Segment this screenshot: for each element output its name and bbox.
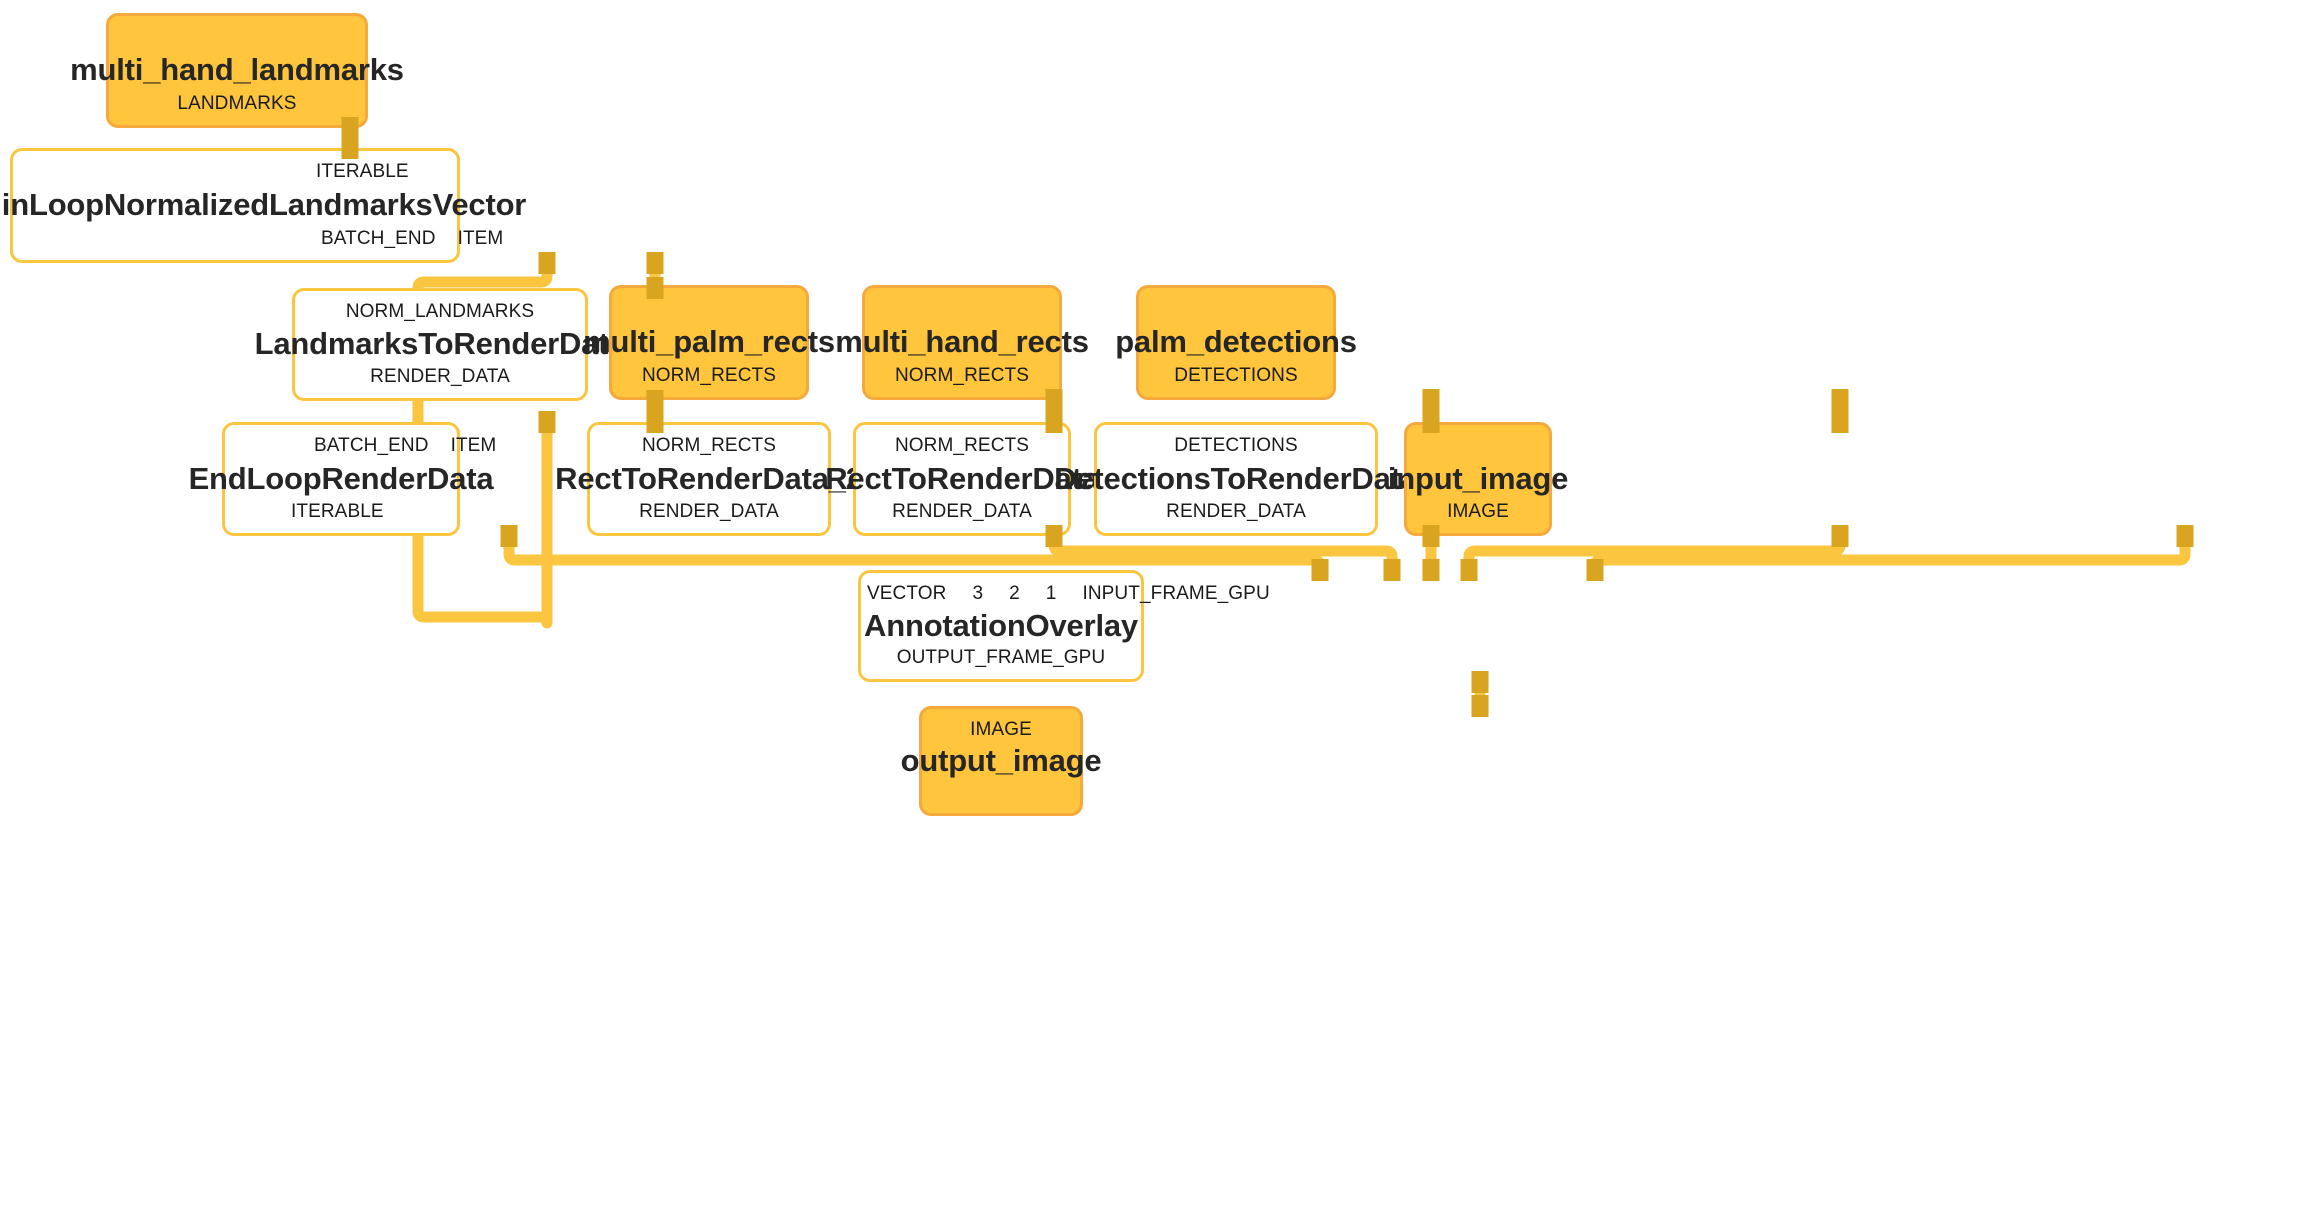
port-row-top: VECTOR 3 2 1 INPUT_FRAME_GPU — [861, 583, 1270, 605]
port-label-2: 2 — [1009, 583, 1020, 604]
port-label-iterable: ITERABLE — [291, 501, 384, 522]
pin-norm-rects-in-rtrd[interactable] — [1422, 411, 1440, 433]
pin-item-in-endloop[interactable] — [646, 411, 664, 433]
pin-detections-in-dtrd[interactable] — [1831, 411, 1849, 433]
node-title: input_image — [1387, 460, 1569, 496]
pin-vector-in[interactable] — [1311, 559, 1329, 581]
node-title: DetectionsToRenderData — [1054, 460, 1418, 496]
node-title: LandmarksToRenderData — [254, 326, 626, 362]
pin-norm-rects-out-hand[interactable] — [1422, 389, 1440, 411]
pin-output-frame-gpu-out[interactable] — [1471, 671, 1489, 693]
pin-render-data-out-rtrd[interactable] — [1422, 525, 1440, 547]
port-label-norm-rects: NORM_RECTS — [641, 435, 776, 456]
node-multi-hand-landmarks[interactable]: multi_hand_landmarks LANDMARKS — [70, 13, 404, 128]
port-label-landmarks: LANDMARKS — [177, 93, 297, 114]
port-label-render-data: RENDER_DATA — [639, 501, 779, 522]
port-label-norm-landmarks: NORM_LANDMARKS — [345, 301, 535, 322]
port-row-top: NORM_LANDMARKS — [295, 301, 585, 323]
node-detections-to-render-data[interactable]: DETECTIONS DetectionsToRenderData RENDER… — [1054, 422, 1418, 536]
port-label-render-data: RENDER_DATA — [370, 366, 510, 387]
port-label-norm-rects: NORM_RECTS — [894, 365, 1029, 386]
port-row-top: NORM_RECTS — [590, 435, 828, 457]
edge-renderdata2-to-port3 — [1048, 536, 1398, 570]
node-annotation-overlay[interactable]: VECTOR 3 2 1 INPUT_FRAME_GPU AnnotationO… — [858, 570, 1270, 682]
port-row-bottom: NORM_RECTS — [612, 365, 806, 387]
pin-input-frame-gpu-in[interactable] — [1586, 559, 1604, 581]
port-label-image: IMAGE — [970, 719, 1032, 740]
node-begin-loop-normalized-landmarks-vector[interactable]: ITERABLE BeginLoopNormalizedLandmarksVec… — [0, 148, 526, 263]
node-palm-detections[interactable]: palm_detections DETECTIONS — [1115, 285, 1357, 400]
port-row-top: IMAGE — [922, 719, 1080, 741]
node-rect-to-render-data-2[interactable]: NORM_RECTS RectToRenderData_2 RENDER_DAT… — [555, 422, 863, 536]
pin-norm-rects-in-rtrd2[interactable] — [1045, 411, 1063, 433]
pin-image-in-output[interactable] — [1471, 695, 1489, 717]
pin-render-data-out-dtrd[interactable] — [1831, 525, 1849, 547]
node-end-loop-render-data[interactable]: BATCH_END ITEM EndLoopRenderData ITERABL… — [189, 422, 496, 536]
node-title: AnnotationOverlay — [864, 607, 1138, 643]
pin-1-in[interactable] — [1460, 559, 1478, 581]
port-label-iterable: ITERABLE — [316, 161, 409, 182]
port-row-bottom: RENDER_DATA — [590, 501, 828, 523]
node-title: multi_hand_landmarks — [70, 52, 404, 88]
node-title: EndLoopRenderData — [188, 460, 494, 496]
port-label-detections: DETECTIONS — [1174, 435, 1298, 456]
port-row-top: NORM_RECTS — [856, 435, 1068, 457]
port-row-bottom: NORM_RECTS — [865, 365, 1059, 387]
node-title: multi_hand_rects — [835, 324, 1089, 360]
port-label-vector: VECTOR — [867, 583, 947, 604]
port-label-detections: DETECTIONS — [1174, 365, 1298, 386]
port-label-image: IMAGE — [1447, 501, 1509, 522]
node-title: palm_detections — [1115, 324, 1357, 360]
port-label-3: 3 — [972, 583, 984, 604]
port-row-bottom: DETECTIONS — [1139, 365, 1333, 387]
pin-batch-end-out[interactable] — [538, 252, 556, 274]
port-row-bottom: OUTPUT_FRAME_GPU — [861, 647, 1141, 669]
port-label-norm-rects: NORM_RECTS — [894, 435, 1029, 456]
node-input-image[interactable]: input_image IMAGE — [1388, 422, 1568, 536]
pin-render-data-out-ltrd[interactable] — [646, 390, 664, 412]
node-multi-hand-rects[interactable]: multi_hand_rects NORM_RECTS — [835, 285, 1089, 400]
node-title: multi_palm_rects — [583, 324, 835, 360]
node-title: RectToRenderData_2 — [555, 460, 863, 496]
port-label-output-frame-gpu: OUTPUT_FRAME_GPU — [896, 647, 1106, 668]
node-multi-palm-rects[interactable]: multi_palm_rects NORM_RECTS — [583, 285, 835, 400]
port-row-bottom: LANDMARKS — [109, 93, 365, 115]
pin-landmarks-out[interactable] — [341, 117, 359, 139]
port-label-1: 1 — [1045, 583, 1057, 604]
pin-image-out-input[interactable] — [2176, 525, 2194, 547]
node-title: output_image — [900, 742, 1102, 778]
port-label-batch-end: BATCH_END — [314, 435, 429, 456]
pin-iterable-in[interactable] — [341, 137, 359, 159]
pin-norm-landmarks-in[interactable] — [646, 277, 664, 299]
pin-batch-end-in-endloop[interactable] — [538, 411, 556, 433]
port-label-render-data: RENDER_DATA — [1166, 501, 1306, 522]
node-landmarks-to-render-data[interactable]: NORM_LANDMARKS LandmarksToRenderData REN… — [255, 288, 626, 401]
pin-render-data-out-rtrd2[interactable] — [1045, 525, 1063, 547]
node-output-image[interactable]: IMAGE output_image — [901, 706, 1102, 816]
port-label-norm-rects: NORM_RECTS — [641, 365, 776, 386]
port-row-bottom: RENDER_DATA — [856, 501, 1068, 523]
port-row-bottom: RENDER_DATA — [1097, 501, 1375, 523]
pin-iterable-out-endloop[interactable] — [500, 525, 518, 547]
port-label-batch-end: BATCH_END — [321, 228, 436, 249]
pin-item-out[interactable] — [646, 252, 664, 274]
pin-detections-out-palm[interactable] — [1831, 389, 1849, 411]
pin-2-in[interactable] — [1422, 559, 1440, 581]
node-title: RectToRenderData — [825, 460, 1099, 496]
pin-3-in[interactable] — [1383, 559, 1401, 581]
edge-detectionsrenderdata-to-port1 — [1463, 536, 1846, 570]
pin-norm-rects-out-palm[interactable] — [1045, 389, 1063, 411]
node-title: BeginLoopNormalizedLandmarksVector — [0, 187, 527, 223]
node-rect-to-render-data[interactable]: NORM_RECTS RectToRenderData RENDER_DATA — [825, 422, 1099, 536]
port-row-top: DETECTIONS — [1097, 435, 1375, 457]
port-row-bottom: IMAGE — [1407, 501, 1549, 523]
port-row-bottom: RENDER_DATA — [295, 366, 585, 388]
port-label-render-data: RENDER_DATA — [892, 501, 1032, 522]
